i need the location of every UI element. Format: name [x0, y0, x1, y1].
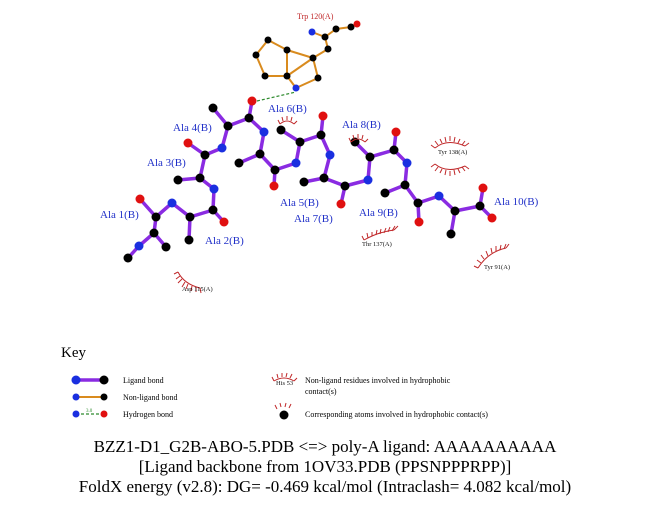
hydrophobic-arc-tyr91	[473, 243, 510, 269]
key-his-arc	[271, 372, 298, 382]
caption-line1: BZZ1-D1_G2B-ABO-5.PDB <=> poly-A ligand:…	[94, 437, 557, 456]
key-nonligand-residues-line2: contact(s)	[305, 387, 337, 396]
hydrophobic-arc-ala6	[277, 116, 298, 125]
label-ala2: Ala 2(B)	[205, 235, 244, 247]
hydrophobic-arc-ala8	[348, 134, 369, 143]
key-hbond-dist: 3.0	[86, 409, 93, 414]
trp120-atoms	[252, 20, 361, 92]
key-nonligand-residues-line1: Non-ligand residues involved in hydropho…	[305, 376, 451, 385]
label-ala7: Ala 7(B)	[294, 213, 333, 225]
hydrophobic-arc-thr137	[361, 225, 399, 241]
key-his-label: His 53	[276, 380, 293, 387]
hydrogen-bond-line	[256, 91, 297, 102]
ligand-atoms	[123, 96, 497, 263]
caption: BZZ1-D1_G2B-ABO-5.PDB <=> poly-A ligand:…	[79, 437, 571, 496]
key-title: Key	[61, 345, 86, 361]
caption-line2: [Ligand backbone from 1OV33.PDB (PPSNPPP…	[139, 457, 512, 476]
label-ala10: Ala 10(B)	[494, 196, 539, 208]
label-ala1: Ala 1(B)	[100, 209, 139, 221]
key-hydrogen-bond-label: Hydrogen bond	[123, 410, 173, 419]
label-ala9: Ala 9(B)	[359, 207, 398, 219]
key-nonligand-bond-label: Non-ligand bond	[123, 393, 177, 402]
label-ala4: Ala 4(B)	[173, 122, 212, 134]
label-trp120: Trp 120(A)	[297, 12, 334, 21]
key-atom-contact-sample	[274, 402, 292, 420]
key-nonligand-bond-sample	[72, 393, 108, 401]
key-ligand-bond-label: Ligand bond	[123, 376, 164, 385]
hydrophobic-arc-tyr138	[430, 136, 470, 176]
trp120-sidechain	[255, 23, 358, 89]
label-tyr138: Tyr 138(A)	[438, 149, 467, 156]
label-tyr91: Tyr 91(A)	[484, 264, 510, 271]
hydrophobic-arcs	[173, 116, 510, 294]
hydrophobic-arc-asp115	[173, 271, 202, 294]
residue-labels: Trp 120(A) Ala 6(B) Ala 4(B) Ala 8(B) Al…	[100, 12, 539, 293]
label-ala6: Ala 6(B)	[268, 103, 307, 115]
label-ala5: Ala 5(B)	[280, 197, 319, 209]
key-hydrogen-bond-sample	[72, 410, 108, 418]
label-asp115: Asp 115(A)	[182, 286, 213, 293]
label-ala8: Ala 8(B)	[342, 119, 381, 131]
key-ligand-bond-sample	[71, 375, 109, 385]
caption-line3: FoldX energy (v2.8): DG= -0.469 kcal/mol…	[79, 477, 571, 496]
key-legend: Key Ligand bond Non-ligand bond 3.0 Hydr…	[61, 345, 488, 420]
key-corresponding-atoms-label: Corresponding atoms involved in hydropho…	[305, 410, 488, 419]
label-thr137: Thr 137(A)	[362, 241, 392, 248]
label-ala3: Ala 3(B)	[147, 157, 186, 169]
